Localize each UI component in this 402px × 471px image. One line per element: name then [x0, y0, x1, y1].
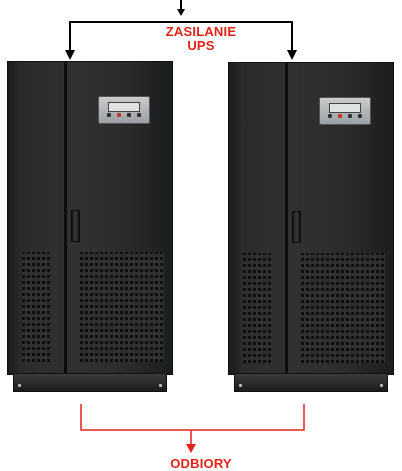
supply-bus-line: [69, 21, 293, 52]
supply-label: ZASILANIE UPS: [136, 25, 266, 53]
panel-button: [117, 113, 121, 117]
cabinet-plinth: [234, 373, 388, 392]
leveling-foot: [18, 384, 21, 387]
lcd-display: [108, 102, 140, 112]
loads-label: ODBIORY: [170, 456, 232, 471]
panel-buttons: [328, 114, 362, 119]
panel-button: [127, 113, 131, 117]
leveling-foot: [159, 384, 162, 387]
leveling-foot: [239, 384, 242, 387]
panel-button: [328, 114, 332, 118]
load-arrow-down: [186, 444, 196, 453]
vent-grille: [243, 253, 273, 363]
panel-button: [107, 113, 111, 117]
leveling-foot: [380, 384, 383, 387]
vent-grille: [80, 252, 164, 362]
vent-grille: [22, 252, 52, 362]
door-seam: [64, 62, 67, 374]
supply-label-line1: ZASILANIE: [165, 24, 237, 39]
panel-button: [348, 114, 352, 118]
panel-button: [358, 114, 362, 118]
control-panel: [319, 97, 371, 125]
door-seam: [285, 63, 288, 374]
panel-button: [338, 114, 342, 118]
control-panel: [98, 96, 150, 124]
load-bus-line: [80, 404, 305, 431]
cabinet-body: [7, 61, 173, 375]
supply-label-line2: UPS: [187, 38, 215, 53]
ups-cabinet-right: [228, 62, 394, 392]
supply-feed-arrow: [177, 9, 185, 16]
door-handle-icon: [292, 211, 301, 243]
panel-button: [137, 113, 141, 117]
supply-arrow-left: [65, 50, 75, 60]
vent-grille: [301, 253, 385, 363]
ups-cabinet-left: [7, 61, 173, 392]
lcd-display: [329, 103, 361, 113]
cabinet-plinth: [13, 373, 167, 392]
panel-buttons: [107, 113, 141, 118]
cabinet-body: [228, 62, 394, 375]
door-handle-icon: [71, 210, 80, 242]
supply-arrow-right: [287, 50, 297, 60]
